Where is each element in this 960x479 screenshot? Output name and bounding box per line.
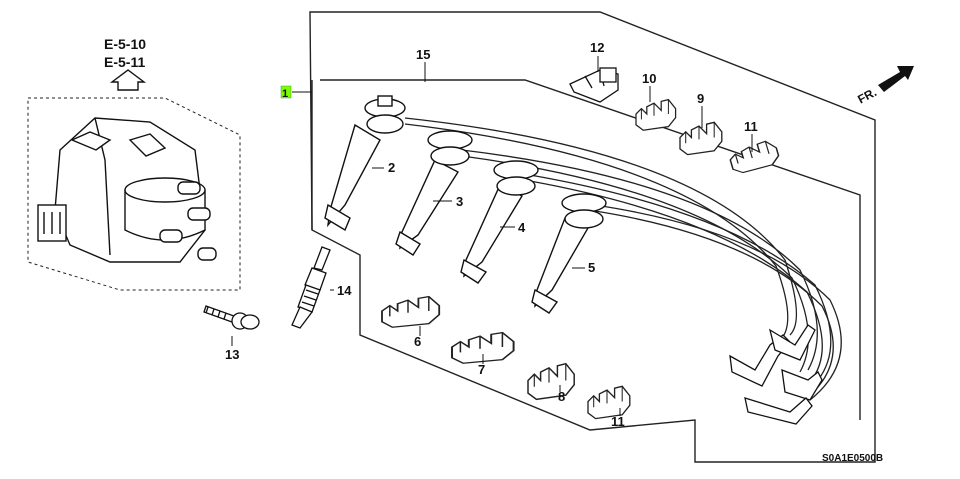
part-11a-label[interactable]: 11 (744, 119, 758, 134)
part-15-label[interactable]: 15 (416, 47, 430, 62)
plug-wire-5 (531, 193, 607, 314)
up-arrow-icon (109, 69, 147, 91)
plug-wire-3 (395, 130, 473, 256)
figure-code-label: S0A1E0500B (822, 453, 883, 464)
clamp-6-icon (381, 295, 441, 329)
part-6-label[interactable]: 6 (414, 334, 421, 349)
part-2-label[interactable]: 2 (388, 160, 395, 175)
part-4-label[interactable]: 4 (518, 220, 526, 235)
part-13-label[interactable]: 13 (225, 347, 239, 362)
spark-plug-icon (291, 246, 331, 329)
front-direction-arrow-icon: FR. (855, 66, 914, 107)
ignition-wires (404, 117, 842, 403)
leader-lines (231, 56, 753, 416)
clamp-8-icon (527, 362, 575, 401)
part-10-label[interactable]: 10 (642, 71, 656, 86)
distributor-icon (37, 117, 217, 263)
bolt-icon (203, 305, 260, 330)
distributor-group (27, 97, 260, 330)
clamp-12-icon (569, 67, 619, 103)
plug-wire-2 (324, 95, 406, 232)
part-1-highlight (280, 85, 292, 99)
part-5-label[interactable]: 5 (588, 260, 595, 275)
part-14-label[interactable]: 14 (337, 283, 352, 298)
part-labels: 1 2 3 4 5 6 7 8 9 10 11 11 12 13 14 15 (225, 40, 758, 429)
clamp-11a-icon (725, 139, 783, 175)
ref-bottom-label[interactable]: E-5-11 (104, 54, 145, 70)
clamp-9-icon (679, 121, 723, 156)
front-direction-label: FR. (855, 85, 879, 106)
part-7-label[interactable]: 7 (478, 362, 485, 377)
part-3-label[interactable]: 3 (456, 194, 463, 209)
part-11b-label[interactable]: 11 (611, 414, 625, 429)
wire-boots (729, 324, 823, 425)
part-9-label[interactable]: 9 (697, 91, 704, 106)
ref-top-label[interactable]: E-5-10 (104, 36, 146, 52)
plug-wire-4 (460, 160, 539, 284)
clamp-10-icon (635, 98, 677, 131)
part-8-label[interactable]: 8 (558, 389, 565, 404)
part-12-label[interactable]: 12 (590, 40, 604, 55)
part-1-label[interactable]: 1 (282, 88, 288, 100)
